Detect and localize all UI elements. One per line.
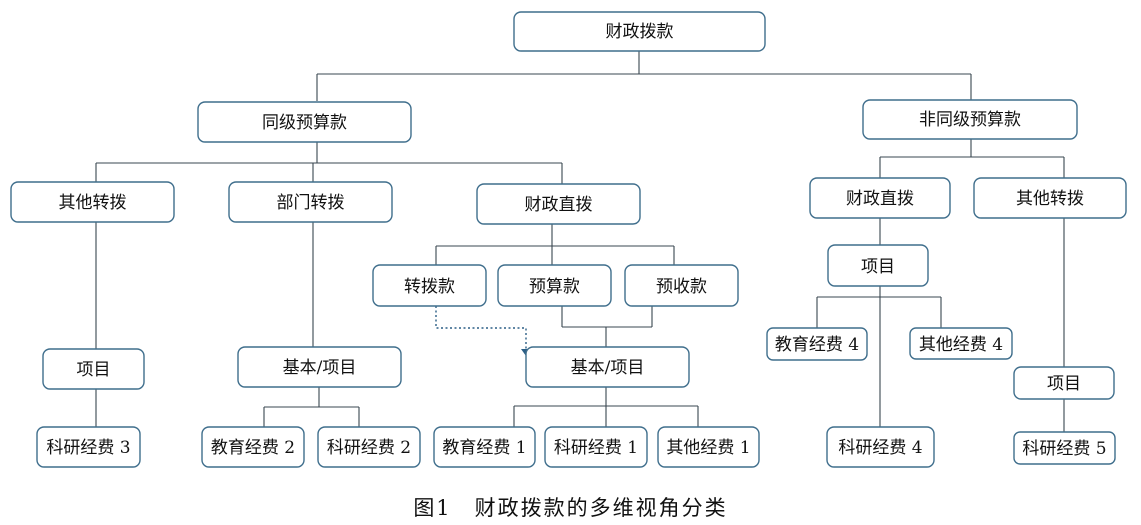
node-label: 其他经费 4 bbox=[919, 335, 1003, 355]
node-label: 科研经费 3 bbox=[46, 438, 130, 458]
edge-fiscal-direct-b bbox=[816, 218, 942, 427]
node-label: 其他转拨 bbox=[59, 193, 127, 213]
node-research-5: 科研经费 5 bbox=[1013, 431, 1116, 465]
node-label: 教育经费 2 bbox=[211, 438, 295, 458]
node-fiscal-direct-b: 财政直拨 bbox=[809, 177, 951, 219]
edge-fiscal-direct-a bbox=[435, 224, 675, 265]
node-label: 项目 bbox=[861, 257, 895, 277]
node-label: 同级预算款 bbox=[262, 113, 347, 133]
node-other-1: 其他经费 1 bbox=[657, 426, 760, 468]
node-label: 基本/项目 bbox=[571, 358, 645, 378]
node-budget-fund: 预算款 bbox=[497, 264, 612, 307]
node-other-transfer-a: 其他转拨 bbox=[10, 181, 175, 223]
node-label: 基本/项目 bbox=[283, 358, 357, 378]
edge-transfer-fund-dotted bbox=[435, 306, 527, 349]
node-basic-project-b: 基本/项目 bbox=[525, 346, 690, 388]
edge-budget-prepaid-merge bbox=[561, 306, 653, 347]
node-label: 项目 bbox=[1047, 374, 1081, 394]
edge-same-level bbox=[95, 142, 563, 184]
node-project-a: 项目 bbox=[42, 348, 145, 390]
node-project-b: 项目 bbox=[827, 244, 929, 287]
node-education-2: 教育经费 2 bbox=[201, 426, 305, 468]
node-dept-transfer: 部门转拨 bbox=[228, 181, 393, 223]
node-same-level-budget: 同级预算款 bbox=[197, 101, 412, 143]
connectors bbox=[95, 51, 1065, 432]
edge-basic-project-b bbox=[513, 387, 699, 427]
node-label: 教育经费 1 bbox=[442, 438, 526, 458]
node-research-3: 科研经费 3 bbox=[36, 426, 141, 468]
node-project-c: 项目 bbox=[1013, 366, 1115, 400]
node-label: 项目 bbox=[77, 360, 111, 380]
node-label: 非同级预算款 bbox=[919, 110, 1021, 130]
node-non-same-level-budget: 非同级预算款 bbox=[862, 99, 1078, 140]
node-label: 财政直拨 bbox=[525, 195, 593, 215]
node-transfer-fund: 转拨款 bbox=[372, 264, 487, 307]
node-education-1: 教育经费 1 bbox=[433, 426, 536, 468]
edge-dept-transfer bbox=[263, 222, 360, 427]
node-label: 教育经费 4 bbox=[775, 335, 859, 355]
node-label: 转拨款 bbox=[404, 277, 455, 297]
edge-root bbox=[316, 51, 972, 101]
node-label: 其他转拨 bbox=[1016, 189, 1084, 209]
node-label: 预算款 bbox=[529, 277, 580, 297]
node-education-4: 教育经费 4 bbox=[766, 327, 868, 361]
classification-diagram: 财政拨款 同级预算款 非同级预算款 其他转拨 部门转拨 财政直拨 财政直拨 其他… bbox=[10, 11, 1127, 468]
node-label: 其他经费 1 bbox=[666, 438, 750, 458]
node-prepaid-fund: 预收款 bbox=[624, 264, 739, 307]
node-root: 财政拨款 bbox=[513, 11, 766, 52]
node-research-4: 科研经费 4 bbox=[826, 426, 935, 468]
figure-caption: 图1 财政拨款的多维视角分类 bbox=[413, 496, 728, 520]
node-label: 部门转拨 bbox=[277, 193, 345, 213]
node-fiscal-direct-a: 财政直拨 bbox=[476, 183, 641, 225]
node-label: 预收款 bbox=[656, 277, 707, 297]
node-research-1: 科研经费 1 bbox=[544, 426, 648, 468]
node-label: 科研经费 4 bbox=[838, 438, 922, 458]
edge-non-same-level bbox=[879, 139, 1065, 178]
node-label: 科研经费 2 bbox=[327, 438, 411, 458]
node-label: 财政直拨 bbox=[846, 189, 914, 209]
node-research-2: 科研经费 2 bbox=[317, 426, 421, 468]
node-basic-project-a: 基本/项目 bbox=[237, 346, 402, 388]
node-other-4: 其他经费 4 bbox=[909, 327, 1013, 360]
node-label: 财政拨款 bbox=[606, 22, 674, 42]
node-other-transfer-b: 其他转拨 bbox=[973, 177, 1127, 219]
node-label: 科研经费 5 bbox=[1022, 439, 1106, 459]
node-label: 科研经费 1 bbox=[554, 438, 638, 458]
